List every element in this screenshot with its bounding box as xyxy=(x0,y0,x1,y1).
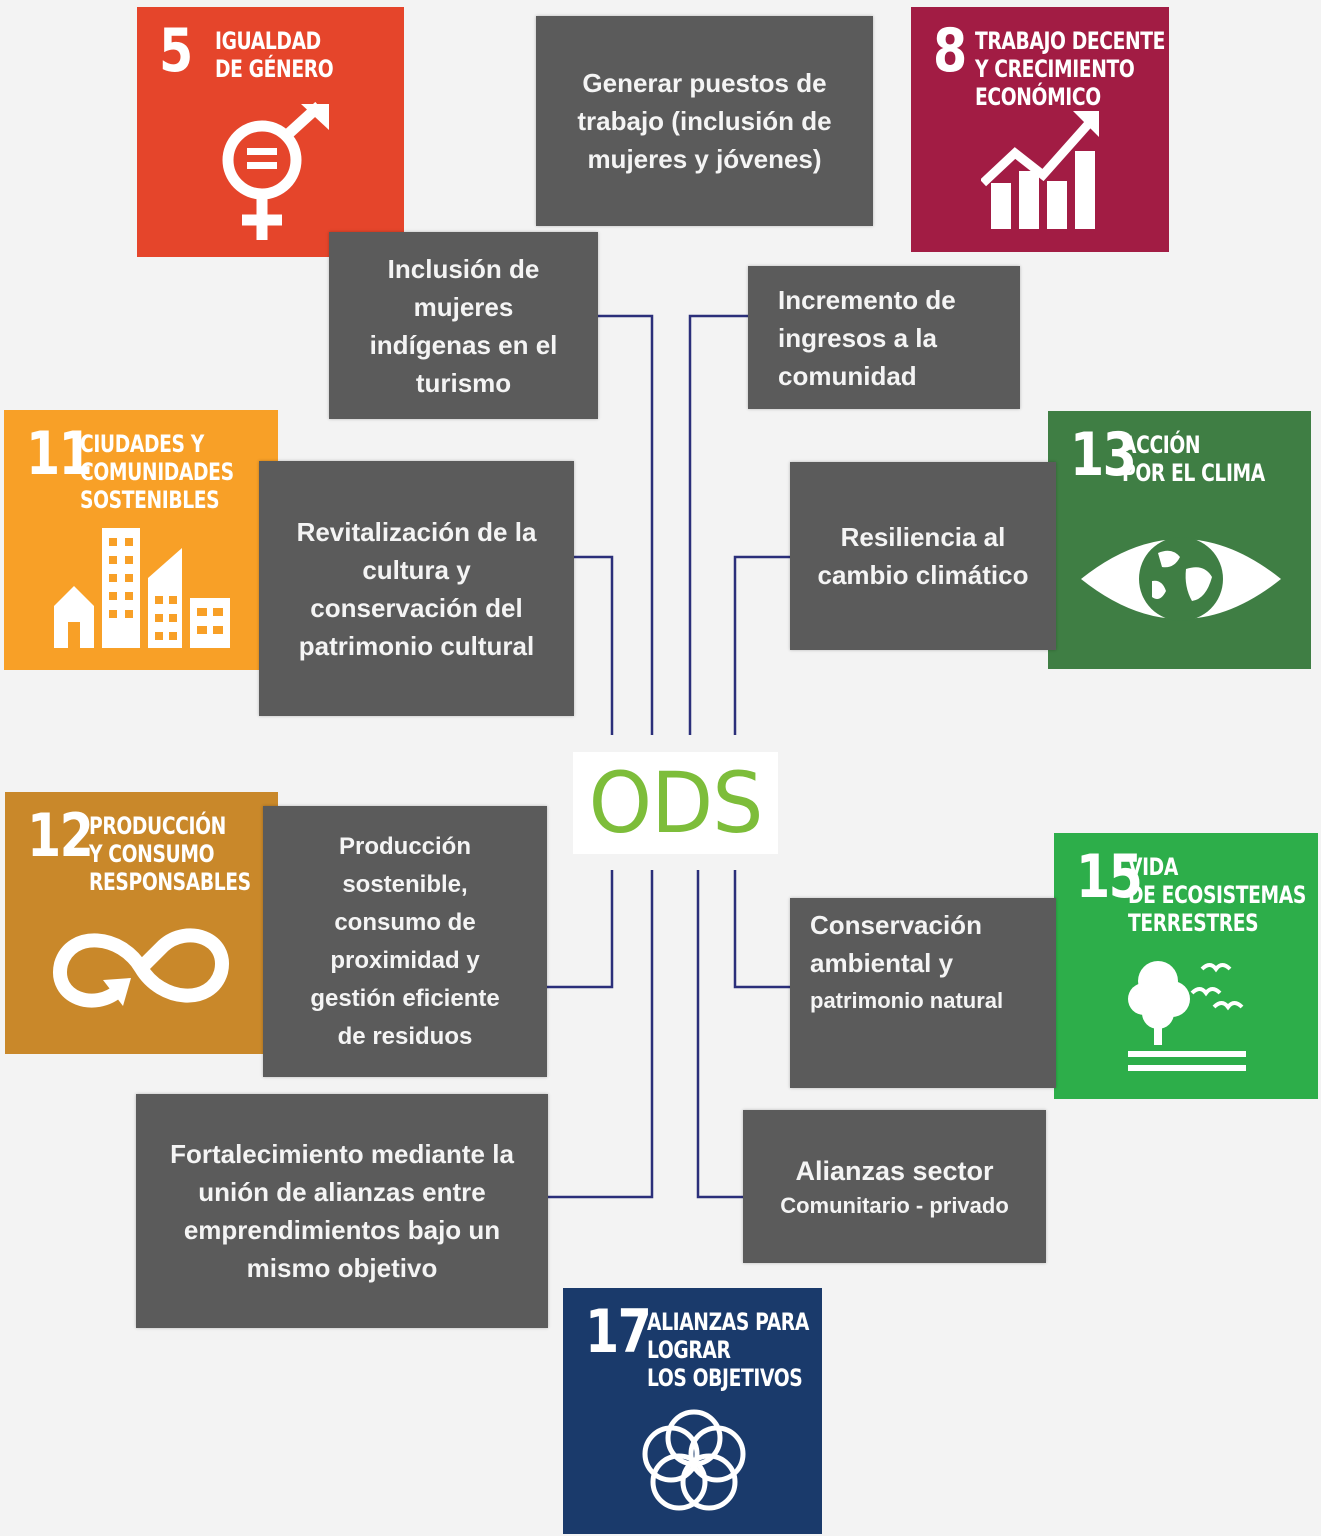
sdg-number: 17 xyxy=(585,1297,652,1367)
box-conservacion-line1: Conservación xyxy=(810,910,982,940)
box-produccion: Producción sostenible, consumo de proxim… xyxy=(263,806,547,1077)
connector-fortalecimiento xyxy=(548,870,654,1199)
sdg-number: 12 xyxy=(27,801,94,871)
box-ingresos: Incremento de ingresos a la comunidad xyxy=(748,266,1020,409)
sdg-number: 13 xyxy=(1070,420,1137,490)
box-mujeres-indigenas: Inclusión de mujeres indígenas en el tur… xyxy=(329,232,598,419)
sdg-title: IGUALDAD DE GÉNERO xyxy=(215,27,334,83)
sdg-tile-12: 12 PRODUCCIÓN Y CONSUMO RESPONSABLES xyxy=(5,792,278,1054)
box-conservacion: Conservación ambiental y patrimonio natu… xyxy=(790,898,1056,1088)
interlocking-rings-icon xyxy=(642,1409,746,1511)
sdg-number: 11 xyxy=(26,419,93,489)
connector-ingresos xyxy=(688,314,748,735)
connector-cultura xyxy=(574,555,614,735)
box-conservacion-line3: patrimonio natural xyxy=(810,988,1004,1013)
sdg-number: 8 xyxy=(933,16,967,86)
sdg-title: ACCIÓN POR EL CLIMA xyxy=(1122,431,1265,487)
box-resiliencia: Resiliencia al cambio climático xyxy=(790,462,1056,650)
sdg-title: TRABAJO DECENTE Y CRECIMIENTO ECONÓMICO xyxy=(975,27,1166,111)
box-conservacion-line2: ambiental y xyxy=(810,948,954,978)
connector-produccion xyxy=(547,870,614,989)
box-alianzas-line1: Alianzas sector xyxy=(795,1155,994,1186)
sdg-tile-11: 11 CIUDADES Y COMUNIDADES SOSTENIBLES xyxy=(4,410,278,670)
connector-alianzas xyxy=(696,870,743,1199)
sdg-number: 5 xyxy=(159,16,193,86)
eye-globe-icon xyxy=(1081,537,1281,621)
city-buildings-icon xyxy=(54,528,230,648)
sdg-tile-13: 13 ACCIÓN POR EL CLIMA xyxy=(1048,411,1311,669)
sdg-tile-8: 8 TRABAJO DECENTE Y CRECIMIENTO ECONÓMIC… xyxy=(911,7,1169,252)
connector-mujeres xyxy=(598,314,654,735)
infinity-loop-icon xyxy=(53,928,229,1008)
sdg-tile-5: 5 IGUALDAD DE GÉNERO xyxy=(137,7,404,257)
sdg-title: CIUDADES Y COMUNIDADES SOSTENIBLES xyxy=(80,430,234,514)
growth-chart-icon xyxy=(981,111,1099,229)
ods-center-label: ODS xyxy=(573,752,778,854)
box-alianzas: Alianzas sector Comunitario - privado xyxy=(743,1110,1046,1263)
gender-equality-icon xyxy=(222,102,329,240)
ods-text: ODS xyxy=(588,754,764,852)
box-fortalecimiento: Fortalecimiento mediante la unión de ali… xyxy=(136,1094,548,1328)
connector-resiliencia xyxy=(733,555,790,735)
sdg-title: PRODUCCIÓN Y CONSUMO RESPONSABLES xyxy=(89,812,251,896)
sdg-tile-15: 15 VIDA DE ECOSISTEMAS TERRESTRES xyxy=(1054,833,1318,1099)
sdg-tile-17: 17 ALIANZAS PARA LOGRAR LOS OBJETIVOS xyxy=(563,1288,822,1534)
tree-birds-icon xyxy=(1128,961,1246,1071)
sdg-title: VIDA DE ECOSISTEMAS TERRESTRES xyxy=(1128,853,1306,937)
box-cultura: Revitalización de la cultura y conservac… xyxy=(259,461,574,716)
connector-conservacion xyxy=(733,870,790,989)
sdg-number: 15 xyxy=(1076,842,1143,912)
sdg-title: ALIANZAS PARA LOGRAR LOS OBJETIVOS xyxy=(647,1308,809,1392)
box-alianzas-line2: Comunitario - privado xyxy=(780,1192,1009,1218)
box-empleo: Generar puestos de trabajo (inclusión de… xyxy=(536,16,873,226)
